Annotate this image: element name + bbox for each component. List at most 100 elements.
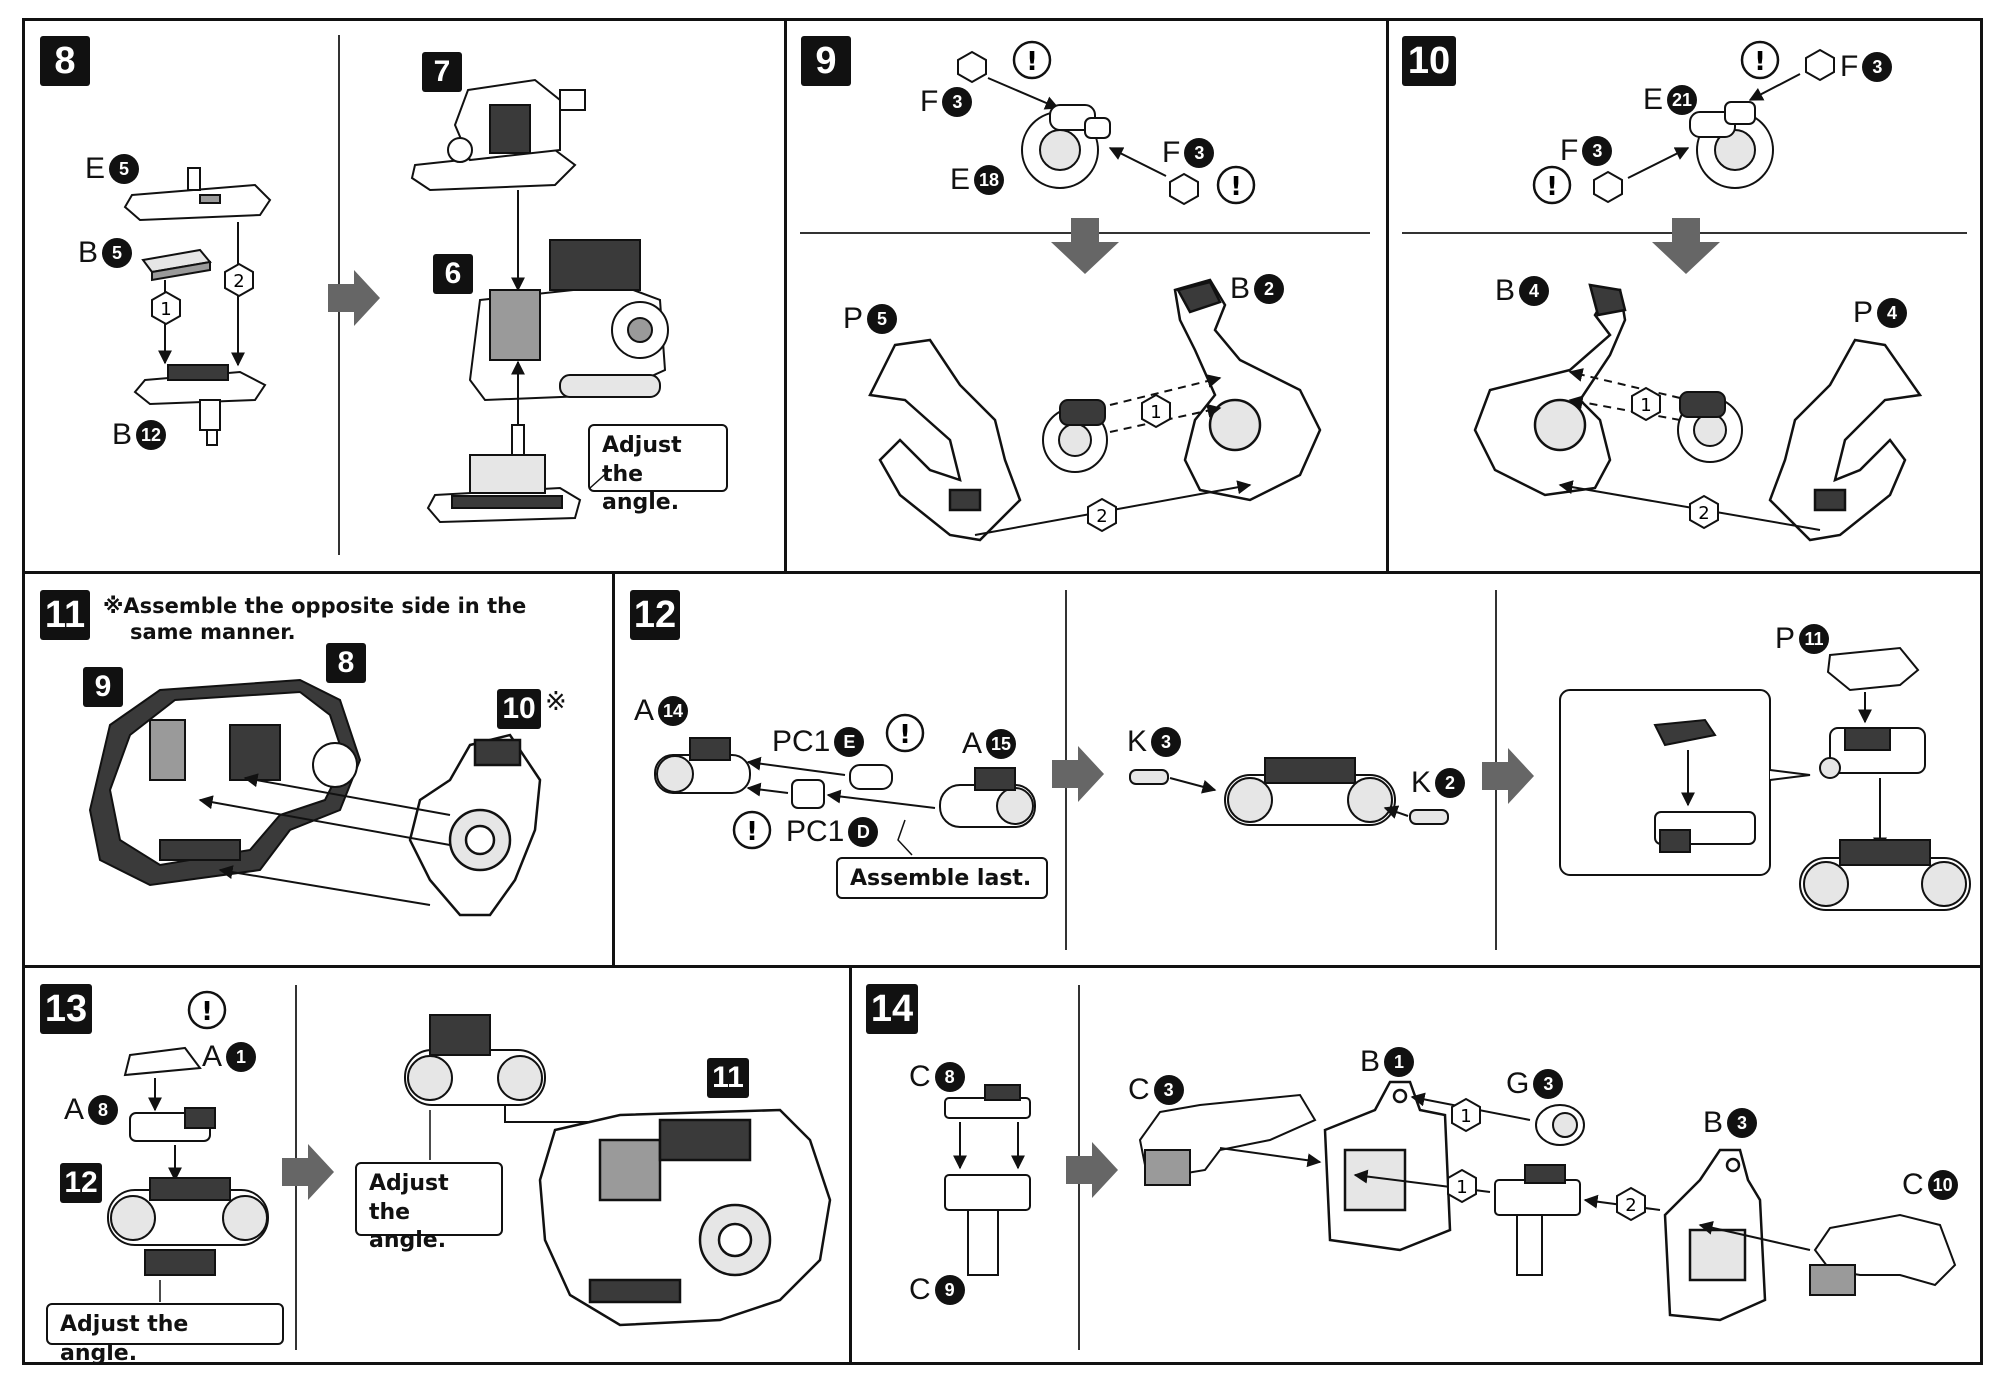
part-number: 4 [1519, 276, 1550, 306]
part-letter: G [1506, 1067, 1530, 1100]
part-number: D [848, 817, 879, 847]
part-letter: K [1411, 766, 1432, 799]
part-letter: P [843, 302, 864, 335]
callout-adjust-angle-step-8: Adjust the angle. [588, 424, 728, 515]
divider-step-13 [295, 985, 297, 1350]
part-number: 3 [1153, 1075, 1184, 1105]
part-number: 8 [934, 1062, 965, 1092]
step-number-13: 13 [40, 984, 92, 1034]
part-letter: P [1775, 622, 1796, 655]
part-letter: B [78, 236, 99, 269]
part-letter: A [962, 727, 983, 760]
sub-assembly-badge-8: 8 [326, 643, 366, 683]
part-letter: F [1560, 134, 1579, 167]
sub-assembly-badge-7: 7 [422, 52, 462, 92]
part-letter: PC1 [786, 815, 845, 848]
part-number: 8 [88, 1095, 119, 1125]
divider-step-12a [1065, 590, 1067, 950]
callout-text: Adjust the angle. [369, 1171, 449, 1254]
part-number: 3 [1727, 1108, 1758, 1138]
part-letter: P [1853, 296, 1874, 329]
part-letter: C [909, 1060, 931, 1093]
asterisk-mark: ※ [545, 687, 567, 717]
part-number: 4 [1877, 298, 1908, 328]
step-number-10: 10 [1402, 36, 1456, 86]
part-letter: A [64, 1093, 85, 1126]
part-number: 1 [226, 1042, 257, 1072]
part-number: 2 [1254, 274, 1285, 304]
callout-text: Assemble last. [850, 866, 1032, 891]
part-number: 18 [974, 165, 1005, 195]
step-number-14: 14 [866, 984, 918, 1034]
part-number: 15 [986, 729, 1017, 759]
part-number: 3 [1582, 136, 1613, 166]
sub-assembly-badge-12: 12 [60, 1163, 102, 1203]
part-letter: A [1589, 805, 1610, 838]
part-letter: E [950, 163, 971, 196]
part-number: 3 [1862, 52, 1893, 82]
part-letter: K [1127, 725, 1148, 758]
part-letter: E [85, 152, 106, 185]
panel-step-9 [784, 18, 1389, 574]
part-number: 9 [934, 1275, 965, 1305]
sub-assembly-badge-11: 11 [707, 1058, 749, 1098]
step-11-note-line2: same manner. [130, 620, 296, 644]
part-number: 3 [1184, 138, 1215, 168]
callout-adjust-angle-step-13b: Adjust the angle. [355, 1162, 503, 1253]
part-number: 14 [658, 696, 689, 726]
part-number: 11 [1613, 721, 1644, 751]
callout-text: Adjust the angle. [60, 1312, 189, 1366]
part-letter: F [1840, 50, 1859, 83]
divider-step-8 [338, 35, 340, 555]
step-11-note-line1: ※Assemble the opposite side in the [103, 594, 527, 618]
sub-assembly-badge-6: 6 [433, 254, 473, 294]
part-letter: A [634, 694, 655, 727]
part-letter: PC1 [772, 725, 831, 758]
part-letter: B [1360, 1045, 1381, 1078]
divider-step-10 [1402, 232, 1967, 234]
part-letter: E [1643, 83, 1664, 116]
part-letter: F [1162, 136, 1181, 169]
part-number: 5 [102, 238, 133, 268]
part-number: 5 [109, 154, 140, 184]
part-letter: C [1902, 1168, 1924, 1201]
part-number: 5 [867, 304, 898, 334]
part-number: 1 [1384, 1047, 1415, 1077]
part-number: 10 [1613, 807, 1644, 837]
part-number: 11 [1799, 624, 1830, 654]
part-number: 3 [1151, 727, 1182, 757]
part-letter: C [1128, 1073, 1150, 1106]
panel-step-11 [22, 571, 615, 968]
part-letter: A [202, 1040, 223, 1073]
divider-step-9 [800, 232, 1370, 234]
part-letter: A [1589, 719, 1610, 752]
divider-step-12b [1495, 590, 1497, 950]
sub-assembly-badge-9: 9 [83, 667, 123, 707]
part-letter: C [909, 1273, 931, 1306]
sub-assembly-badge-10: 10 [497, 689, 541, 729]
part-number: 21 [1667, 85, 1698, 115]
